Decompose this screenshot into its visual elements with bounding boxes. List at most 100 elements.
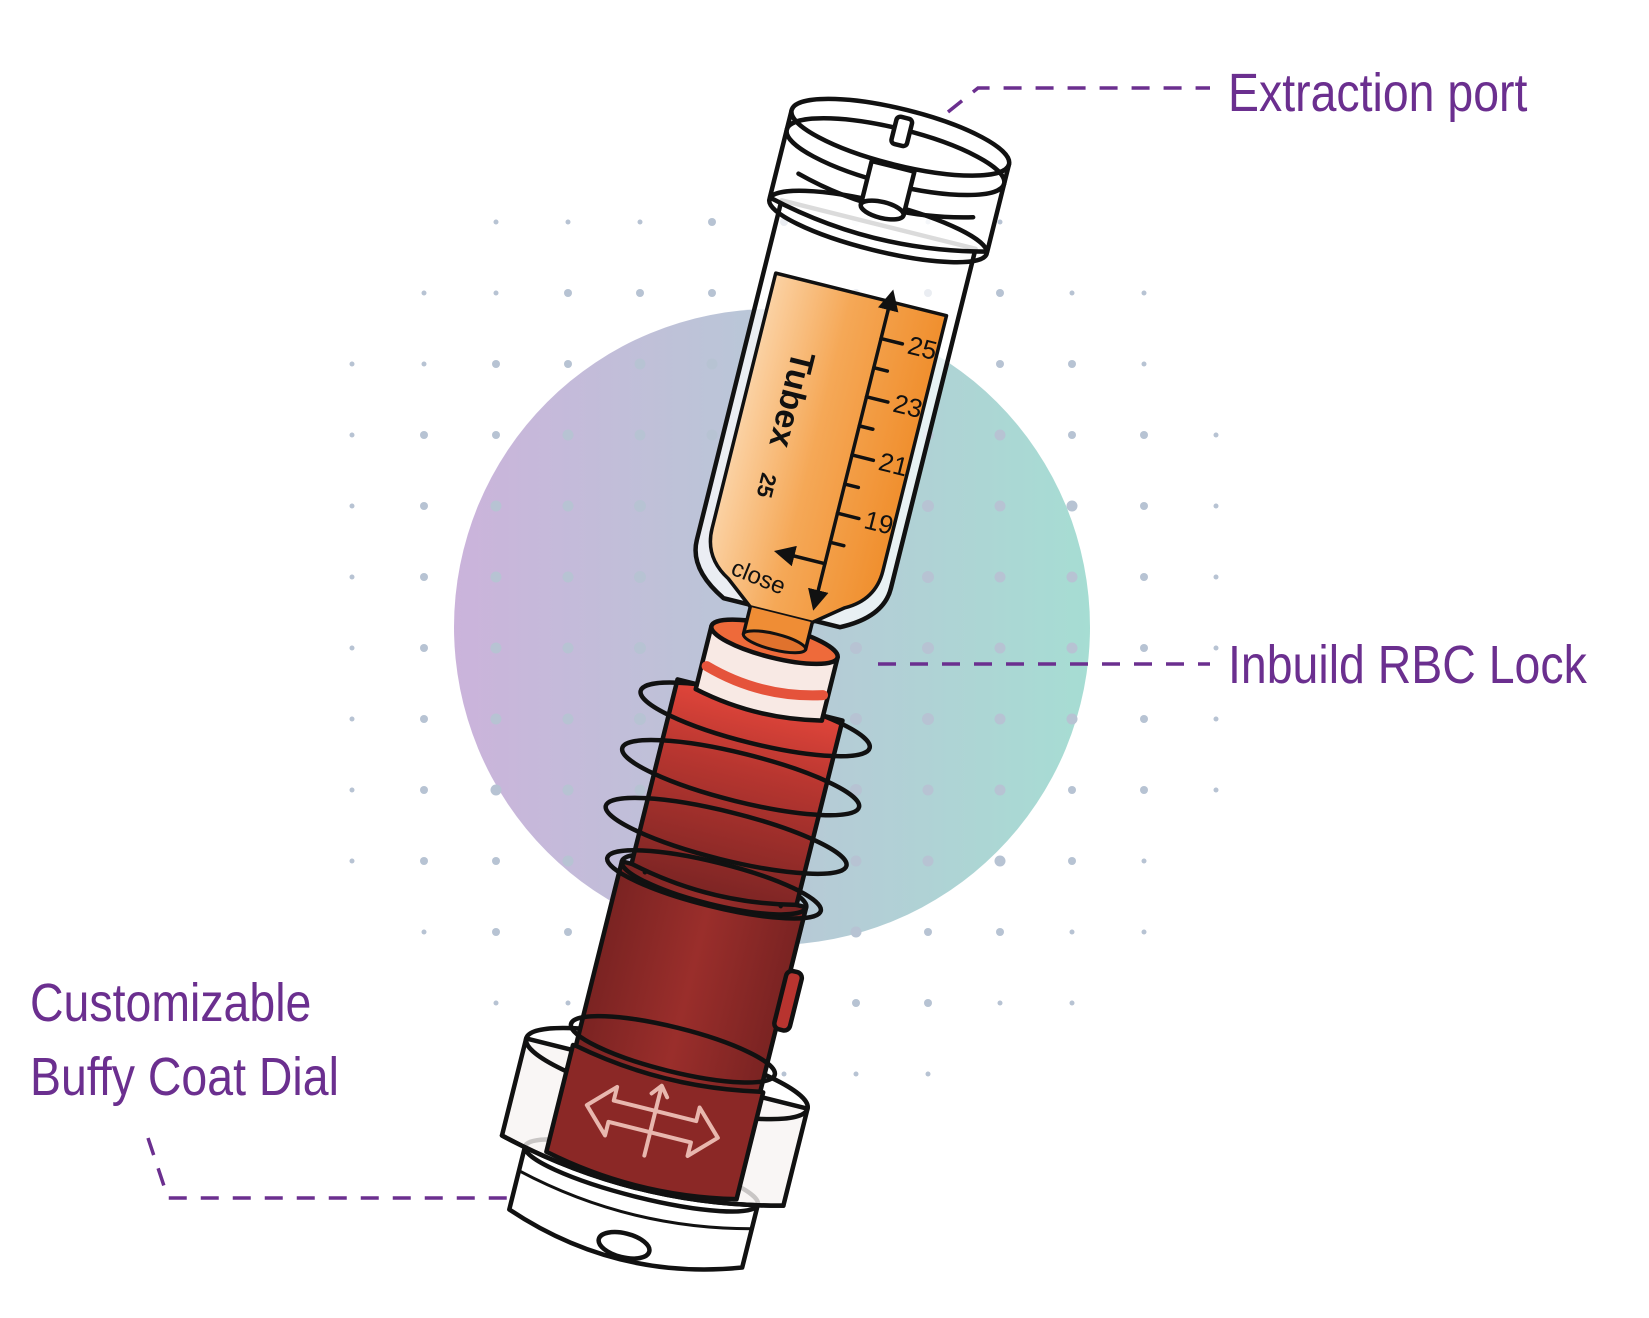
- grid-dot: [924, 928, 932, 936]
- grid-dot: [490, 500, 502, 512]
- grid-dot: [1068, 360, 1076, 368]
- grid-dot: [922, 571, 934, 583]
- grid-dot: [708, 218, 716, 226]
- grid-dot: [564, 360, 572, 368]
- grid-dot: [850, 642, 862, 654]
- grid-dot: [421, 290, 427, 296]
- grid-dot: [420, 715, 428, 723]
- grid-dot: [562, 713, 574, 725]
- grid-dot: [562, 855, 574, 867]
- buffy-leader-line: [146, 1137, 528, 1200]
- grid-dot: [994, 855, 1006, 867]
- plasma-tube: [693, 198, 978, 655]
- grid-dot: [1069, 929, 1075, 935]
- grid-dot: [349, 787, 355, 793]
- grid-dot: [708, 289, 716, 297]
- dial-arrows-icon: [584, 1083, 720, 1159]
- grid-dot: [420, 857, 428, 865]
- grid-dot: [994, 500, 1006, 512]
- grid-dot: [420, 573, 428, 581]
- grid-dot: [1213, 716, 1219, 722]
- grid-dot: [994, 784, 1006, 796]
- grid-dot: [1213, 503, 1219, 509]
- grid-dot: [994, 429, 1006, 441]
- grid-dot: [1213, 787, 1219, 793]
- grid-dot: [490, 784, 502, 796]
- grid-dot: [1141, 929, 1147, 935]
- grid-dot: [1140, 786, 1148, 794]
- grid-dot: [349, 858, 355, 864]
- grid-dot: [420, 644, 428, 652]
- grid-dot: [349, 574, 355, 580]
- grid-dot: [994, 642, 1006, 654]
- grid-dot: [420, 786, 428, 794]
- grid-dot: [850, 855, 862, 867]
- grid-dot: [850, 784, 862, 796]
- grid-dot: [925, 1071, 931, 1077]
- buffy-coat-dial-label: Customizable Buffy Coat Dial: [30, 966, 339, 1114]
- grid-dot: [565, 219, 571, 225]
- grid-dot: [492, 360, 500, 368]
- grid-dot: [490, 642, 502, 654]
- grid-dot: [1066, 571, 1078, 583]
- grid-dot: [994, 713, 1006, 725]
- grid-dot: [420, 431, 428, 439]
- grid-dot: [1068, 857, 1076, 865]
- grid-dot: [493, 290, 499, 296]
- volume-scale: [773, 289, 905, 611]
- grid-dot: [493, 1000, 499, 1006]
- grid-dot: [1066, 713, 1078, 725]
- grid-dot: [922, 784, 934, 796]
- grid-dot: [421, 361, 427, 367]
- grid-dot: [562, 784, 574, 796]
- grid-dot: [1141, 858, 1147, 864]
- grid-dot: [634, 500, 646, 512]
- grid-dot: [850, 713, 862, 725]
- extraction-port-label: Extraction port: [1228, 63, 1528, 123]
- grid-dot: [490, 571, 502, 583]
- grid-dot: [634, 642, 646, 654]
- grid-dot: [1141, 290, 1147, 296]
- grid-dot: [349, 361, 355, 367]
- grid-dot: [634, 784, 646, 796]
- scale-tick-label: 25: [905, 330, 940, 366]
- grid-dot: [1213, 645, 1219, 651]
- grid-dot: [994, 571, 1006, 583]
- grid-dot: [636, 289, 644, 297]
- grid-dot: [1140, 715, 1148, 723]
- grid-dot: [850, 926, 862, 938]
- grid-dot: [1140, 431, 1148, 439]
- grid-dot: [1213, 574, 1219, 580]
- grid-dot: [349, 432, 355, 438]
- scale-tick-label: 21: [876, 446, 911, 482]
- grid-dot: [492, 431, 500, 439]
- grid-dot: [420, 502, 428, 510]
- grid-dot: [706, 429, 718, 441]
- grid-dot: [634, 713, 646, 725]
- grid-dot: [349, 645, 355, 651]
- bottom-port: [596, 1229, 652, 1261]
- rbc-lock-label: Inbuild RBC Lock: [1228, 635, 1587, 695]
- extraction-leader-line: [946, 86, 1210, 114]
- grid-dot: [564, 289, 572, 297]
- grid-dot: [997, 1000, 1003, 1006]
- grid-dot: [562, 571, 574, 583]
- grid-dot: [1068, 431, 1076, 439]
- grid-dot: [853, 1071, 859, 1077]
- grid-dot: [1140, 573, 1148, 581]
- grid-dot: [565, 1000, 571, 1006]
- grid-dot: [1068, 786, 1076, 794]
- grid-dot: [1066, 642, 1078, 654]
- grid-dot: [634, 571, 646, 583]
- side-latch: [772, 968, 805, 1033]
- grid-dot: [781, 1071, 787, 1077]
- grid-dot: [1213, 432, 1219, 438]
- grid-dot: [492, 857, 500, 865]
- grid-dot: [421, 929, 427, 935]
- scale-tick-label: 23: [890, 388, 925, 424]
- grid-dot: [924, 999, 932, 1007]
- grid-dot: [1069, 1000, 1075, 1006]
- grid-dot: [562, 429, 574, 441]
- grid-dot: [1140, 502, 1148, 510]
